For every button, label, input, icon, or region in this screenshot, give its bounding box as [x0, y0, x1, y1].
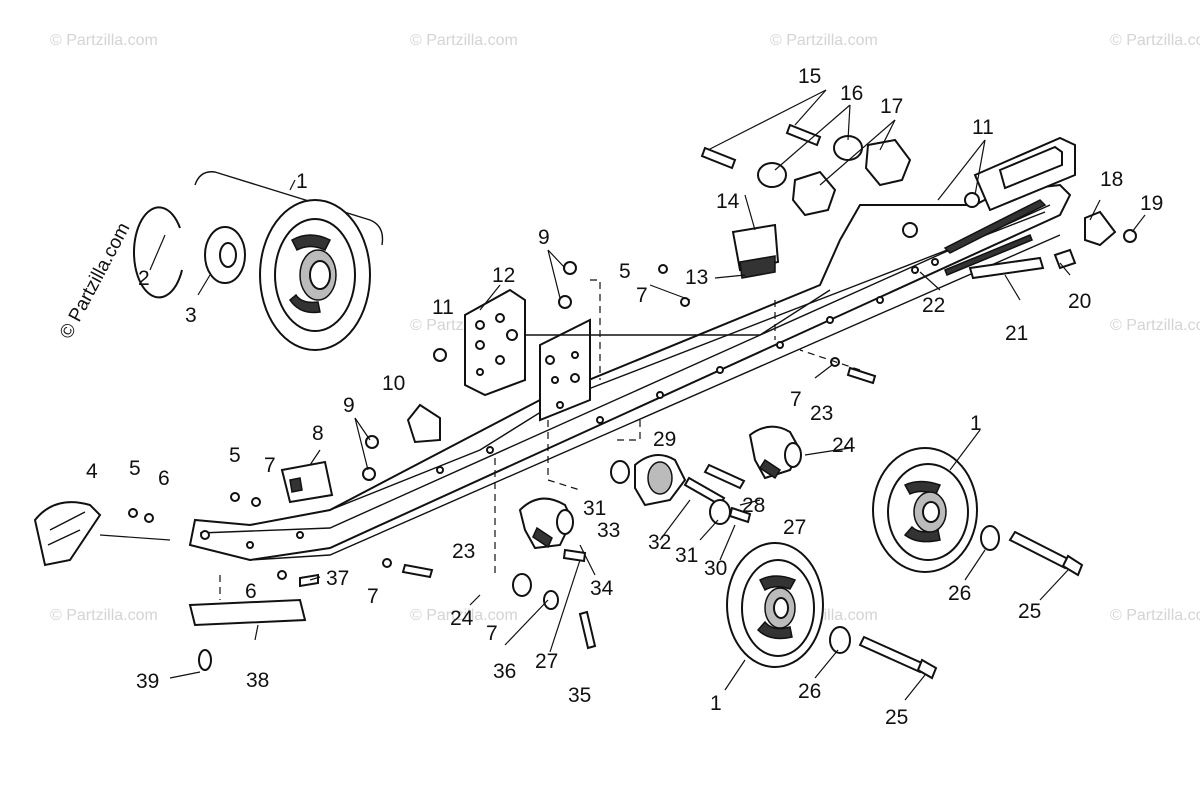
assembly-lines — [99, 279, 861, 600]
callout-7: 7 — [636, 284, 648, 307]
mounting-bracket — [464, 288, 831, 422]
callout-33: 33 — [597, 519, 620, 542]
callout-6: 6 — [245, 580, 257, 603]
callout-25: 25 — [885, 706, 908, 729]
callout-5: 5 — [619, 260, 631, 283]
callout-17: 17 — [880, 95, 903, 118]
callout-27: 27 — [783, 516, 806, 539]
callout-1: 1 — [970, 412, 982, 435]
watermark-text: © Partzilla.com — [770, 32, 878, 49]
callout-11: 11 — [432, 296, 454, 319]
left-hardware — [33, 261, 877, 671]
callout-36: 36 — [493, 660, 516, 683]
callout-29: 29 — [653, 428, 676, 451]
callout-24: 24 — [450, 607, 474, 630]
callout-2: 2 — [138, 267, 150, 290]
pivot-components — [518, 425, 802, 550]
watermark-text: © Partzilla.com — [410, 607, 518, 624]
watermark-text: © Partzilla.com — [50, 607, 158, 624]
callout-1: 1 — [710, 692, 722, 715]
callout-35: 35 — [568, 684, 591, 707]
callout-27: 27 — [535, 650, 558, 673]
watermark-text: © Partzilla.com — [1110, 317, 1200, 334]
callout-7: 7 — [367, 585, 379, 608]
top-hardware — [700, 123, 1137, 280]
callout-9: 9 — [538, 226, 550, 249]
wheel-right — [872, 447, 1084, 577]
callout-23: 23 — [452, 540, 475, 563]
wheel-bottom — [726, 542, 938, 680]
callout-5: 5 — [129, 457, 141, 480]
callout-14: 14 — [716, 190, 740, 213]
callout-9: 9 — [343, 394, 355, 417]
callout-5: 5 — [229, 444, 241, 467]
callout-15: 15 — [798, 65, 821, 88]
callout-10: 10 — [382, 372, 405, 395]
callout-4: 4 — [86, 460, 98, 483]
callout-31: 31 — [675, 544, 698, 567]
callout-1: 1 — [296, 170, 308, 193]
callout-16: 16 — [840, 82, 863, 105]
callout-8: 8 — [312, 422, 324, 445]
callout-22: 22 — [922, 294, 945, 317]
watermark-text: © Partzilla.com — [50, 32, 158, 49]
callout-12: 12 — [492, 264, 515, 287]
callout-24: 24 — [832, 434, 856, 457]
callout-18: 18 — [1100, 168, 1123, 191]
callout-34: 34 — [590, 577, 614, 600]
callout-38: 38 — [246, 669, 269, 692]
callout-7: 7 — [264, 454, 276, 477]
callout-7: 7 — [486, 622, 498, 645]
callout-37: 37 — [326, 567, 349, 590]
leader-lines — [149, 89, 1146, 701]
callout-6: 6 — [158, 467, 170, 490]
wheel-assembly-top — [132, 171, 384, 351]
callout-28: 28 — [742, 494, 765, 517]
callout-20: 20 — [1068, 290, 1091, 313]
callout-32: 32 — [648, 531, 671, 554]
watermark-text: © Partzilla.com — [1110, 607, 1200, 624]
callout-39: 39 — [136, 670, 159, 693]
watermark-text: © Partzilla.com — [1110, 32, 1200, 49]
watermark-vertical: © Partzilla.com — [56, 219, 135, 342]
callout-26: 26 — [948, 582, 971, 605]
callout-23: 23 — [810, 402, 833, 425]
watermark-text: © Partzilla.com — [410, 32, 518, 49]
callout-3: 3 — [185, 304, 197, 327]
callout-26: 26 — [798, 680, 821, 703]
callout-11: 11 — [972, 116, 994, 139]
callout-31: 31 — [583, 497, 606, 520]
callout-30: 30 — [704, 557, 727, 580]
callout-7: 7 — [790, 388, 802, 411]
callout-25: 25 — [1018, 600, 1041, 623]
callout-21: 21 — [1005, 322, 1028, 345]
callout-13: 13 — [685, 266, 708, 289]
callout-labels: 1 2 3 4 5 6 5 7 8 9 10 11 12 9 5 7 13 14… — [86, 65, 1163, 729]
callout-19: 19 — [1140, 192, 1163, 215]
